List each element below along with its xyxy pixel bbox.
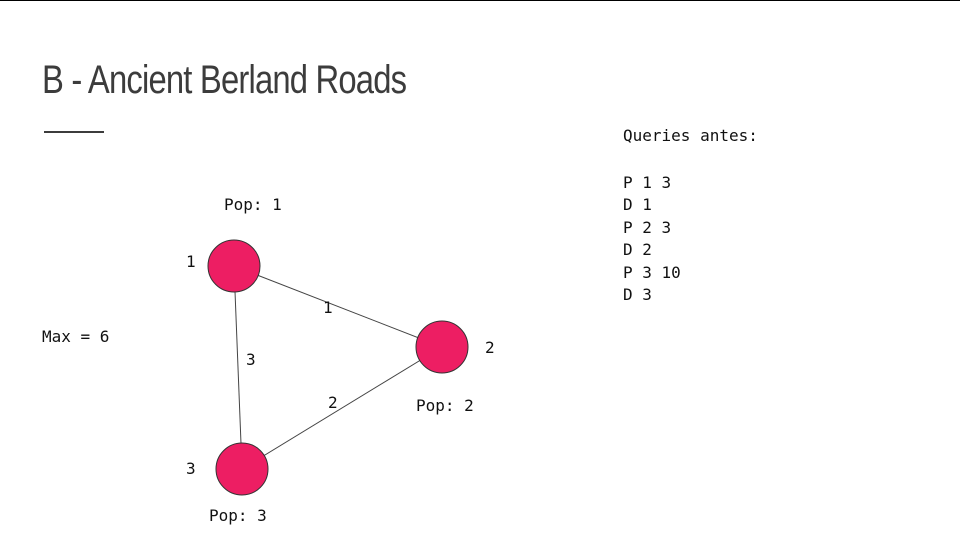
- node-id-2: 2: [485, 338, 495, 357]
- node-pop-3: Pop: 3: [209, 506, 267, 525]
- title-underline: [44, 131, 104, 133]
- node-id-1: 1: [186, 252, 196, 271]
- query-item: P 1 3: [623, 173, 672, 192]
- node-3: [215, 442, 269, 496]
- edge-1-3: [233, 265, 243, 470]
- query-item: D 1: [623, 195, 652, 215]
- node-id-3: 3: [186, 459, 196, 478]
- edge-1-2: [233, 265, 443, 348]
- queries-title: Queries antes:: [623, 126, 758, 145]
- edge-label-1-3: 3: [246, 350, 256, 369]
- node-2: [415, 320, 469, 374]
- query-item: P 2 3: [623, 217, 672, 237]
- max-label: Max = 6: [42, 327, 110, 346]
- top-border: [0, 0, 960, 1]
- query-item: D 3: [623, 284, 652, 304]
- node-pop-1: Pop: 1: [224, 195, 282, 214]
- query-item: P 3 10: [623, 262, 681, 282]
- node-pop-2: Pop: 2: [416, 396, 474, 415]
- node-1: [207, 239, 261, 293]
- queries-list: P 1 3 D 1 P 2 3 D 2 P 3 10 D 3: [623, 172, 681, 306]
- slide-title: B - Ancient Berland Roads: [42, 58, 407, 102]
- edge-label-1-2: 1: [323, 298, 333, 317]
- edge-label-2-3: 2: [328, 393, 338, 412]
- edge-2-3: [241, 346, 443, 470]
- query-item: D 2: [623, 240, 652, 260]
